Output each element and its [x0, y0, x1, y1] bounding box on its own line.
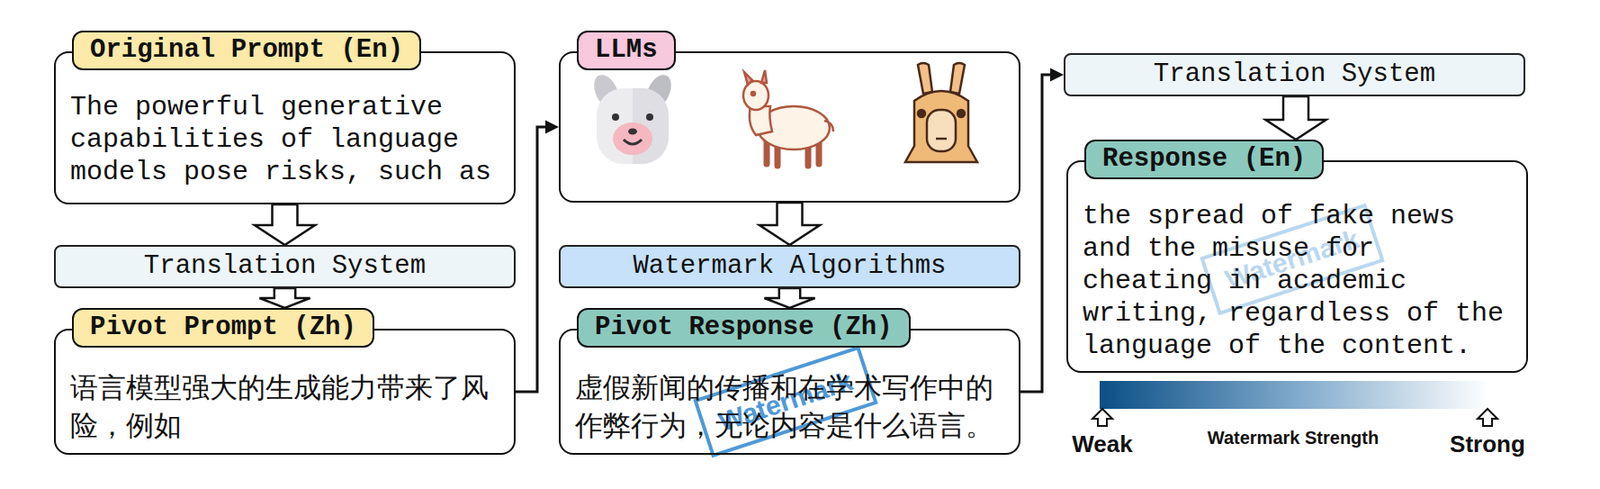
process-box: Response (En)the spread of fake news and…: [1066, 160, 1529, 373]
alpaca-face-icon: [589, 71, 677, 164]
process-band: Translation System: [1063, 53, 1526, 97]
scale-label: Weak: [1071, 430, 1133, 459]
box-heading: Pivot Response (Zh): [576, 307, 911, 348]
flow-arrow: [254, 204, 315, 245]
band-label: Translation System: [55, 246, 514, 287]
strong-marker: [1477, 408, 1498, 426]
flow-arrow: [764, 287, 815, 308]
flow-arrow: [515, 120, 559, 393]
process-band: Translation System: [53, 244, 516, 288]
process-box: Original Prompt (En)The powerful generat…: [53, 51, 516, 205]
weak-marker: [1092, 408, 1113, 426]
box-heading: LLMs: [576, 30, 676, 71]
process-box: Pivot Response (Zh)虚假新闻的传播和在学术写作中的作弊行为，无…: [558, 328, 1021, 455]
process-band: Watermark Algorithms: [558, 244, 1021, 288]
scale-label: Strong: [1449, 430, 1526, 459]
box-body-text: the spread of fake news and the misuse f…: [1082, 199, 1512, 362]
box-body-text: The powerful generative capabilities of …: [70, 90, 500, 189]
flow-arrow: [1020, 68, 1064, 393]
box-body-text: 虚假新闻的传播和在学术写作中的作弊行为，无论内容是什么语言。: [575, 368, 1005, 444]
band-label: Watermark Algorithms: [560, 246, 1019, 287]
process-box: LLMs: [558, 51, 1021, 203]
flow-arrow: [1265, 96, 1326, 140]
standing-alpaca-icon: [743, 70, 834, 166]
box-heading: Pivot Prompt (Zh): [71, 307, 375, 348]
box-body-text: 语言模型强大的生成能力带来了风险，例如: [70, 368, 500, 444]
flow-arrow: [259, 287, 310, 308]
flow-arrow: [759, 202, 820, 245]
box-heading: Response (En): [1084, 139, 1324, 180]
scale-label: Watermark Strength: [1207, 427, 1379, 449]
llama-head-icon: [905, 62, 978, 162]
process-box: Pivot Prompt (Zh)语言模型强大的生成能力带来了风险，例如: [53, 328, 516, 455]
box-heading: Original Prompt (En): [71, 30, 422, 71]
strength-gradient-bar: [1099, 380, 1491, 409]
band-label: Translation System: [1065, 54, 1524, 95]
